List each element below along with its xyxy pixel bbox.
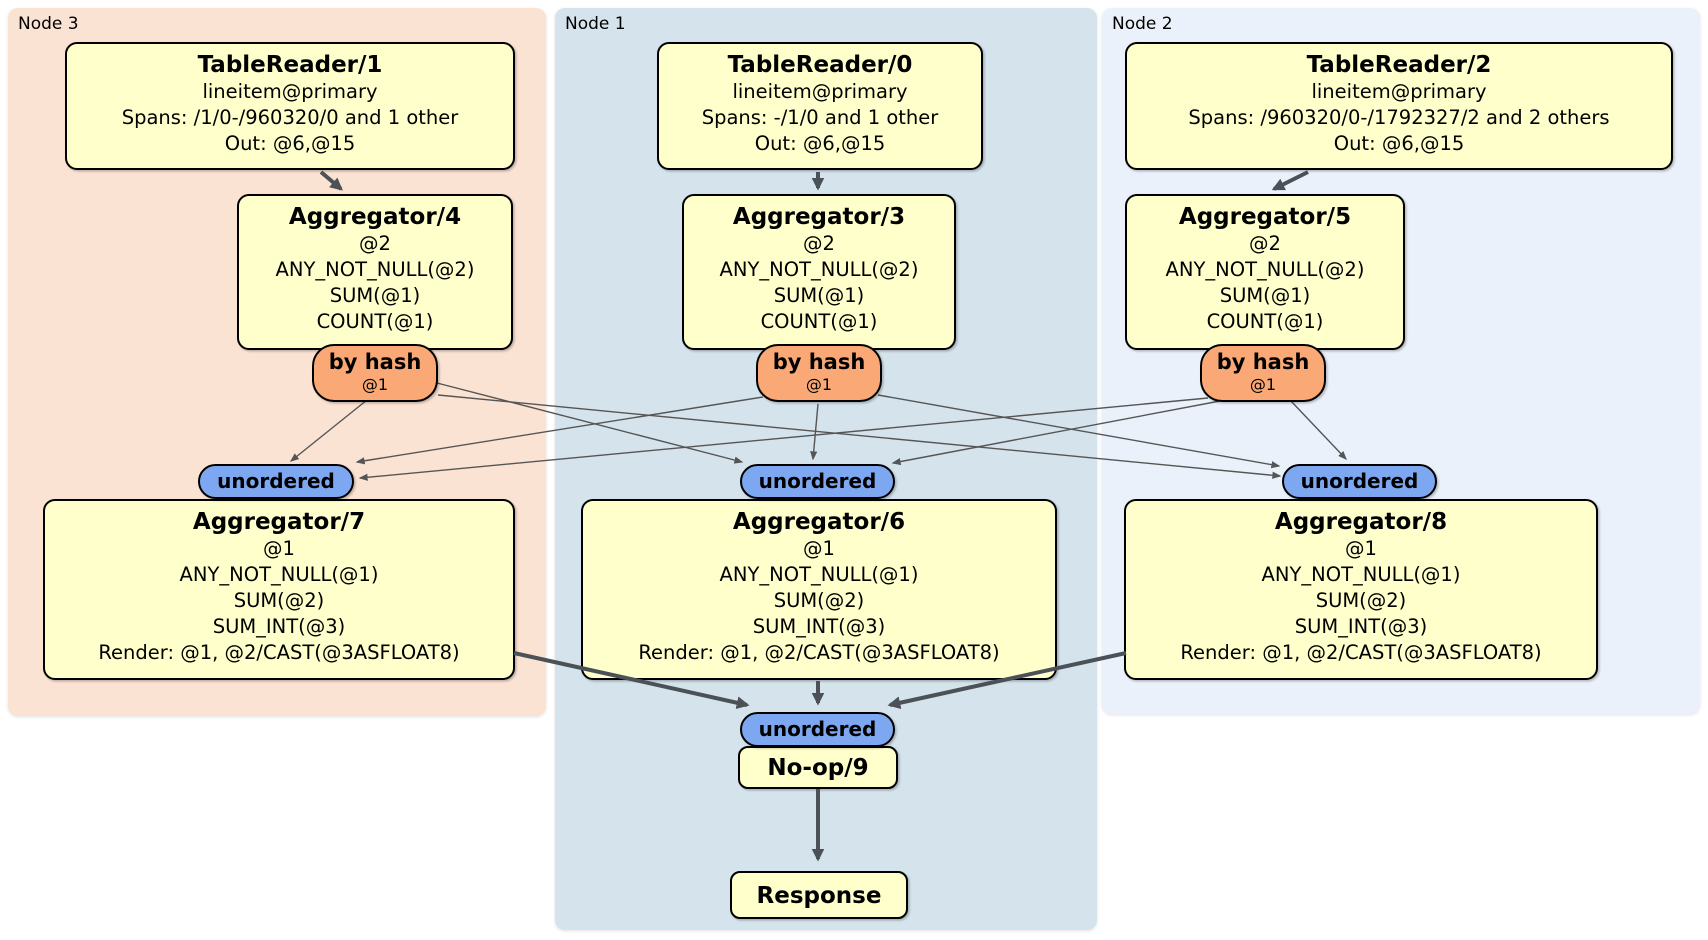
box-line: ANY_NOT_NULL(@1): [1261, 563, 1461, 586]
edge-byhash3-to-unordered1: [436, 382, 744, 464]
box-line: Spans: -/1/0 and 1 other: [701, 106, 939, 129]
box-line: COUNT(@1): [760, 310, 878, 333]
box-line: SUM(@2): [233, 589, 325, 612]
edge-aggregator8-to-sink: [887, 651, 1127, 710]
edge-byhash3-to-unordered3: [289, 399, 368, 462]
box-line: Out: @6,@15: [754, 132, 886, 155]
box-line: Render: @1, @2/CAST(@3ASFLOAT8): [1180, 641, 1542, 664]
region-node-3-label: Node 3: [18, 14, 79, 34]
box-aggregator-5: Aggregator/5 @2 ANY_NOT_NULL(@2) SUM(@1)…: [1125, 194, 1405, 350]
stream-unordered-sink: unordered: [740, 712, 895, 747]
edge-byhash3-to-unordered2: [437, 394, 1282, 479]
router-detail: @1: [805, 375, 833, 394]
box-line: COUNT(@1): [316, 310, 434, 333]
box-no-op-9: No-op/9: [738, 746, 898, 789]
box-line: Spans: /960320/0-/1792327/2 and 2 others: [1188, 106, 1610, 129]
box-tablereader-1: TableReader/1 lineitem@primary Spans: /1…: [65, 42, 515, 170]
stream-label: unordered: [758, 469, 877, 493]
stream-unordered-node3: unordered: [198, 464, 354, 499]
edge-byhash2-to-unordered2: [1289, 399, 1347, 460]
box-line: Out: @6,@15: [1333, 132, 1465, 155]
edge-tablereader1-to-aggregator4: [319, 170, 343, 191]
edge-byhash1-to-unordered1: [810, 403, 819, 461]
edge-byhash2-to-unordered3: [358, 397, 1209, 481]
stream-label: unordered: [1300, 469, 1419, 493]
edge-aggregator7-to-sink: [513, 651, 750, 710]
box-aggregator-8: Aggregator/8 @1 ANY_NOT_NULL(@1) SUM(@2)…: [1124, 499, 1598, 680]
box-line: SUM(@1): [1219, 284, 1311, 307]
box-title: Aggregator/6: [732, 509, 906, 535]
box-title: No-op/9: [767, 755, 869, 781]
box-line: Render: @1, @2/CAST(@3ASFLOAT8): [98, 641, 460, 664]
box-line: @1: [263, 537, 295, 560]
router-label: by hash: [1216, 350, 1310, 374]
box-aggregator-4: Aggregator/4 @2 ANY_NOT_NULL(@2) SUM(@1)…: [237, 194, 513, 350]
stream-label: unordered: [217, 469, 335, 493]
box-line: lineitem@primary: [202, 80, 378, 103]
box-title: Aggregator/4: [288, 204, 462, 230]
box-line: @2: [803, 232, 835, 255]
box-title: Aggregator/8: [1274, 509, 1448, 535]
box-line: SUM(@2): [773, 589, 865, 612]
box-response: Response: [730, 871, 908, 919]
box-title: Aggregator/3: [732, 204, 906, 230]
box-line: COUNT(@1): [1206, 310, 1324, 333]
stream-unordered-node2: unordered: [1282, 464, 1437, 499]
edge-tablereader2-to-aggregator5: [1271, 170, 1309, 191]
box-line: @1: [1345, 537, 1377, 560]
router-by-hash-node3: by hash @1: [312, 344, 438, 402]
box-line: Spans: /1/0-/960320/0 and 1 other: [121, 106, 459, 129]
router-label: by hash: [772, 350, 866, 374]
box-aggregator-6: Aggregator/6 @1 ANY_NOT_NULL(@1) SUM(@2)…: [581, 499, 1057, 680]
box-title: TableReader/2: [1306, 52, 1492, 78]
box-line: @2: [359, 232, 391, 255]
box-title: TableReader/1: [197, 52, 383, 78]
router-detail: @1: [361, 375, 389, 394]
box-line: SUM(@1): [773, 284, 865, 307]
box-title: Aggregator/5: [1178, 204, 1352, 230]
box-line: Render: @1, @2/CAST(@3ASFLOAT8): [638, 641, 1000, 664]
box-line: SUM_INT(@3): [212, 615, 346, 638]
box-aggregator-7: Aggregator/7 @1 ANY_NOT_NULL(@1) SUM(@2)…: [43, 499, 515, 680]
region-node-1-label: Node 1: [565, 14, 626, 34]
box-line: ANY_NOT_NULL(@1): [719, 563, 919, 586]
region-node-2-label: Node 2: [1112, 14, 1173, 34]
box-tablereader-2: TableReader/2 lineitem@primary Spans: /9…: [1125, 42, 1673, 170]
box-line: lineitem@primary: [732, 80, 908, 103]
edge-byhash1-to-unordered3: [355, 396, 764, 465]
router-by-hash-node1: by hash @1: [756, 344, 882, 402]
edge-byhash2-to-unordered1: [891, 400, 1221, 466]
box-line: lineitem@primary: [1311, 80, 1487, 103]
box-line: SUM(@1): [329, 284, 421, 307]
box-aggregator-3: Aggregator/3 @2 ANY_NOT_NULL(@2) SUM(@1)…: [682, 194, 956, 350]
box-line: ANY_NOT_NULL(@2): [275, 258, 475, 281]
box-line: ANY_NOT_NULL(@2): [1165, 258, 1365, 281]
box-line: ANY_NOT_NULL(@2): [719, 258, 919, 281]
box-line: @2: [1249, 232, 1281, 255]
router-detail: @1: [1249, 375, 1277, 394]
router-by-hash-node2: by hash @1: [1200, 344, 1326, 402]
box-title: TableReader/0: [727, 52, 913, 78]
box-line: ANY_NOT_NULL(@1): [179, 563, 379, 586]
router-label: by hash: [328, 350, 422, 374]
box-line: SUM(@2): [1315, 589, 1407, 612]
box-title: Aggregator/7: [192, 509, 366, 535]
box-title: Response: [756, 883, 882, 909]
box-tablereader-0: TableReader/0 lineitem@primary Spans: -/…: [657, 42, 983, 170]
stream-unordered-node1: unordered: [740, 464, 895, 499]
box-line: SUM_INT(@3): [752, 615, 886, 638]
box-line: Out: @6,@15: [224, 132, 356, 155]
box-line: @1: [803, 537, 835, 560]
box-line: SUM_INT(@3): [1294, 615, 1428, 638]
edge-byhash1-to-unordered2: [877, 394, 1281, 469]
stream-label: unordered: [758, 717, 877, 741]
